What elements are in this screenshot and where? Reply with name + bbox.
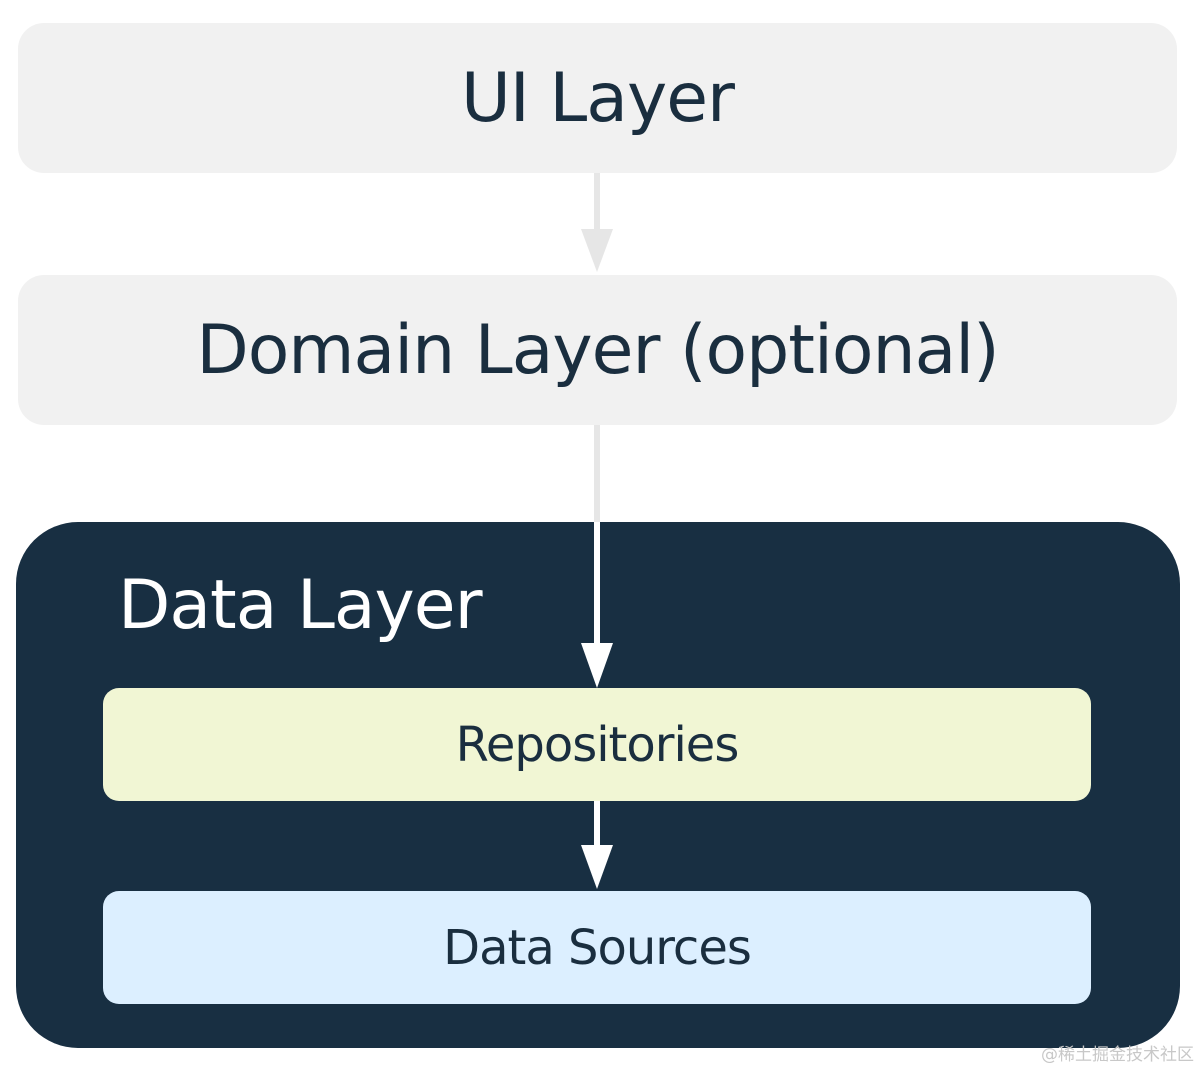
ui-layer-label: UI Layer bbox=[460, 58, 735, 138]
data-layer-label: Data Layer bbox=[118, 566, 483, 645]
data-sources-label: Data Sources bbox=[443, 919, 752, 976]
domain-layer-label: Domain Layer (optional) bbox=[196, 310, 999, 390]
data-sources-box: Data Sources bbox=[103, 891, 1091, 1004]
watermark-text: @稀土掘金技术社区 bbox=[1041, 1045, 1194, 1065]
ui-layer-box: UI Layer bbox=[18, 23, 1177, 173]
repositories-label: Repositories bbox=[455, 716, 740, 773]
data-layer-container: Data Layer Repositories Data Sources bbox=[16, 522, 1180, 1048]
domain-layer-box: Domain Layer (optional) bbox=[18, 275, 1177, 425]
arrow-ui-to-domain bbox=[581, 173, 613, 272]
repositories-box: Repositories bbox=[103, 688, 1091, 801]
